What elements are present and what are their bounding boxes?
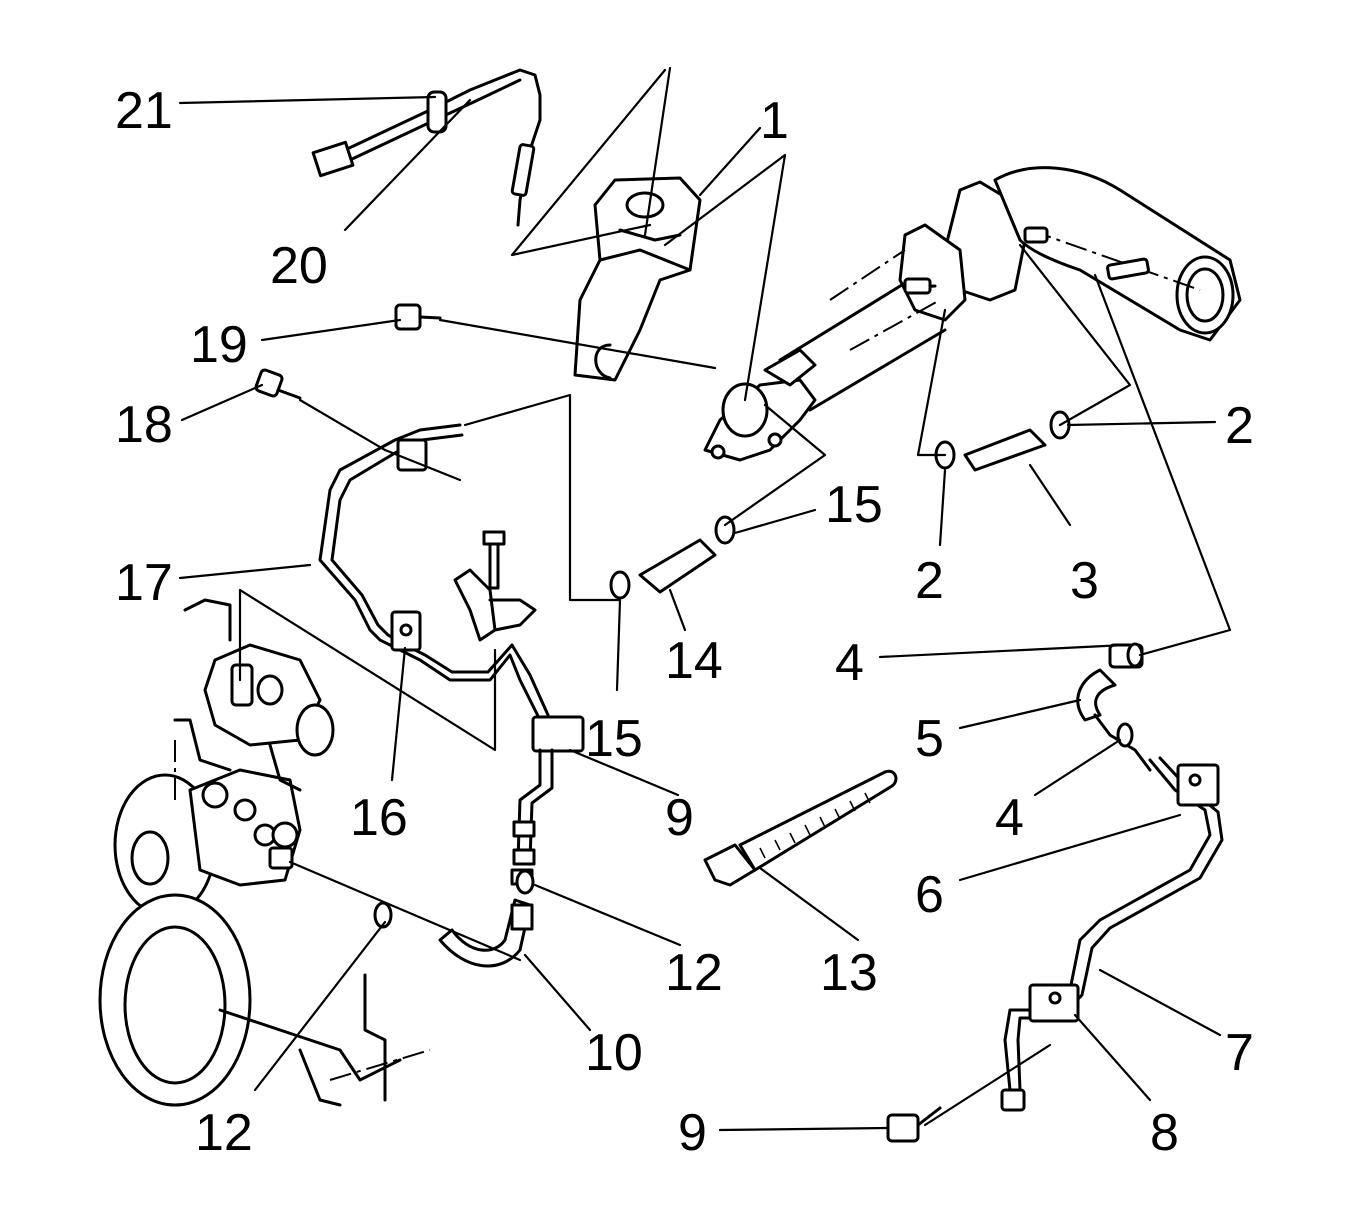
callout-12-left: 12	[195, 1104, 253, 1162]
callout-9: 9	[678, 1104, 707, 1162]
heat-shield-bracket	[573, 176, 702, 382]
tie-strap	[703, 769, 898, 887]
hose-fitting	[268, 846, 294, 870]
callout-2-right: 2	[1225, 397, 1254, 455]
callout-4-lower: 4	[995, 789, 1024, 847]
callout-21: 21	[115, 82, 173, 140]
bolt-18	[254, 368, 302, 400]
callout-13: 13	[820, 944, 878, 1002]
callout-labels: 21 20 1 19 18 2 2 3 15 17 14 4 15 5 16 4…	[115, 82, 1254, 1162]
callout-6: 6	[915, 866, 944, 924]
exhaust-pipe-assembly	[778, 166, 1242, 412]
assembly-guide-lines	[238, 66, 1232, 1127]
callout-7: 7	[1225, 1024, 1254, 1082]
callout-15-lower: 15	[585, 710, 643, 768]
callout-14: 14	[665, 632, 723, 690]
bolt-19	[394, 303, 442, 331]
callout-2-bottom: 2	[915, 552, 944, 610]
callout-4-upper: 4	[835, 634, 864, 692]
hose-5	[1076, 642, 1152, 772]
callout-20: 20	[270, 237, 328, 295]
callout-19: 19	[190, 316, 248, 374]
callout-17: 17	[115, 554, 173, 612]
leader-lines	[178, 95, 1222, 1132]
callout-18: 18	[115, 396, 173, 454]
callout-8: 8	[1150, 1104, 1179, 1162]
callout-3: 3	[1070, 552, 1099, 610]
callout-1: 1	[760, 92, 789, 150]
hose-3	[934, 410, 1071, 472]
callout-15-upper: 15	[825, 476, 883, 534]
lower-coolant-pipe	[438, 715, 585, 968]
callout-12-right: 12	[665, 944, 723, 1002]
temperature-sensor-harness	[311, 68, 542, 227]
hose-clamp-12-lower	[373, 901, 393, 929]
pipe-7	[886, 756, 1224, 1143]
hose-clamp-12-upper	[515, 869, 535, 895]
callout-11: 9	[665, 789, 694, 847]
coolant-outlet-elbow	[703, 348, 817, 462]
callout-16: 16	[350, 789, 408, 847]
thermostat-housing	[173, 598, 335, 792]
hose-14	[609, 515, 736, 600]
callout-5: 5	[915, 710, 944, 768]
callout-10: 10	[585, 1024, 643, 1082]
